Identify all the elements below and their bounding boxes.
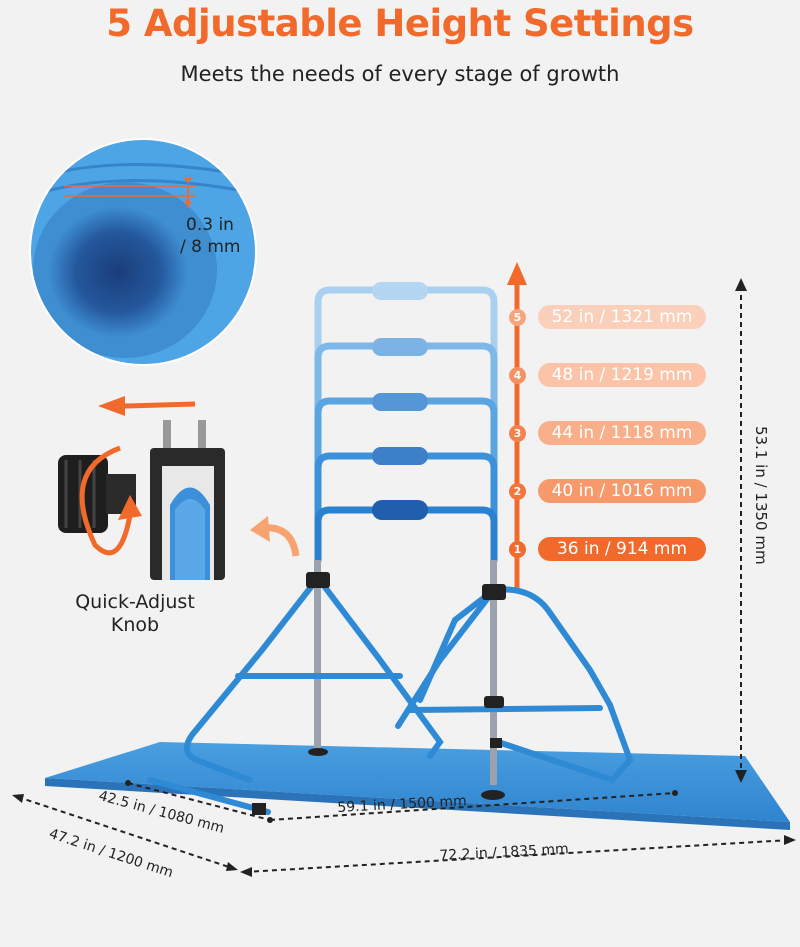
gym-mat xyxy=(45,742,790,822)
height-label-1: 36 in / 914 mm xyxy=(538,537,706,561)
left-a-frame xyxy=(147,575,444,815)
rotate-arrow-icon xyxy=(118,495,142,520)
knob-detail-inset xyxy=(58,420,225,580)
knob-label-line2: Knob xyxy=(110,614,160,636)
height-badge-5: 5 xyxy=(509,309,526,326)
height-label-3: 44 in / 1118 mm xyxy=(538,421,706,445)
page-title: 5 Adjustable Height Settings xyxy=(106,2,694,45)
steel-poles xyxy=(314,560,497,785)
outer-dimension-lines xyxy=(17,286,791,873)
knob-label-line1: Quick-Adjust xyxy=(75,591,195,613)
height-label-5: 52 in / 1321 mm xyxy=(538,305,706,329)
mat-thickness-mm: / 8 mm xyxy=(180,237,241,257)
mat-thickness-in: 0.3 in xyxy=(186,215,234,235)
height-label-2: 40 in / 1016 mm xyxy=(538,479,706,503)
height-badge-1: 1 xyxy=(509,541,526,558)
left-clamp xyxy=(306,572,330,588)
knob-label: Quick-Adjust Knob xyxy=(40,591,230,637)
height-badge-4: 4 xyxy=(509,367,526,384)
pointer-arrow xyxy=(250,516,300,557)
foam-pads xyxy=(372,282,428,520)
height-badge-2: 2 xyxy=(509,483,526,500)
height-label-4: 48 in / 1219 mm xyxy=(538,363,706,387)
height-badge-3: 3 xyxy=(509,425,526,442)
page-subtitle: Meets the needs of every stage of growth xyxy=(180,62,620,86)
right-clamp xyxy=(482,584,506,600)
pull-direction-arrow xyxy=(98,396,196,416)
mat-thickness-inset xyxy=(29,138,257,366)
total-height-label: 53.1 in / 1350 mm xyxy=(752,426,770,565)
inner-dimension-lines xyxy=(127,782,676,821)
